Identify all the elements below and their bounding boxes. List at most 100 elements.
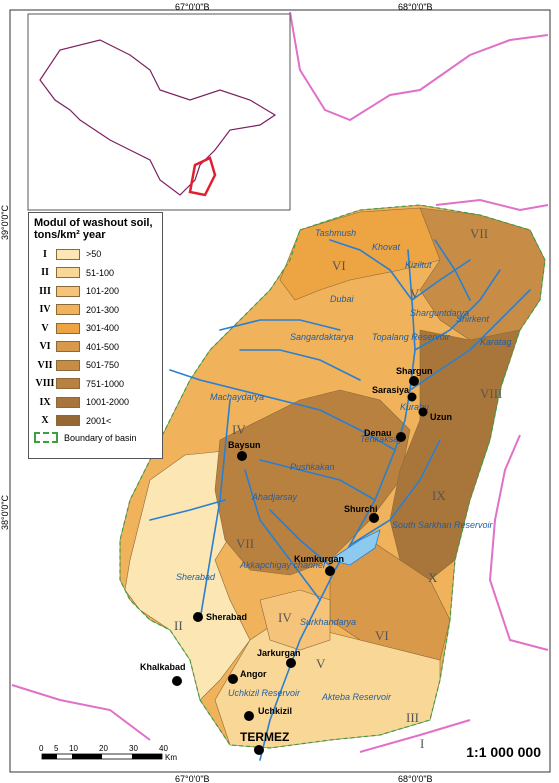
scale-tick: 30 — [129, 744, 138, 753]
coord-left-lower: 38°0'0"С — [0, 494, 10, 530]
legend-range: 301-400 — [86, 323, 120, 334]
scale-ratio: 1:1 000 000 — [466, 744, 541, 760]
city-marker — [228, 674, 238, 684]
zone-label: VI — [375, 628, 389, 643]
city-marker — [369, 513, 379, 523]
legend-boundary: Boundary of basin — [34, 432, 157, 443]
scale-tick: 5 — [54, 744, 59, 753]
river-label: Kurabu — [400, 402, 429, 412]
river-label: South Sarkhan Reservoir — [392, 520, 494, 530]
city-marker — [325, 566, 335, 576]
city-label: Angor — [240, 669, 267, 679]
river-label: Akkapchigay channel — [239, 560, 326, 570]
river-label: Khovat — [372, 242, 401, 252]
river-label: Ahadjarsay — [251, 492, 298, 502]
legend-swatch — [56, 415, 80, 427]
city-label: Sarasiya — [372, 385, 410, 395]
legend-range: 51-100 — [86, 267, 115, 278]
legend-swatch — [56, 304, 80, 316]
city-marker — [286, 658, 296, 668]
legend-range: 101-200 — [86, 286, 120, 297]
river-label: Sangardaktarya — [290, 332, 354, 342]
basin-boundary — [119, 204, 546, 749]
legend-range: 751-1000 — [86, 378, 125, 389]
legend-class: X — [41, 415, 49, 427]
legend-range: 401-500 — [86, 341, 120, 352]
zone-label: X — [428, 570, 438, 585]
city-marker — [409, 376, 419, 386]
river-label: Machaydarya — [210, 392, 264, 402]
river-label: Sherabad — [176, 572, 216, 582]
scale-unit: Km — [165, 753, 177, 762]
coord-top-left: 67°0'0"В — [175, 2, 210, 12]
city-marker — [418, 407, 428, 417]
zone-vi-low — [329, 539, 451, 661]
river-network — [149, 239, 531, 761]
legend-range: >50 — [86, 249, 102, 260]
city-label: Baysun — [228, 440, 261, 450]
coord-bottom-left: 67°0'0"В — [175, 774, 210, 783]
zone-label: IV — [232, 422, 246, 437]
legend-class: III — [39, 285, 51, 297]
zone-label: VII — [236, 536, 254, 551]
city-marker — [237, 451, 247, 461]
legend-title: Modul of washout soil, tons/km² year — [34, 217, 153, 241]
zone-labels: VI V VII VIII IV VII IX II IV VI V III I… — [174, 226, 502, 751]
river-label: Topalang Reservoir — [372, 332, 451, 342]
legend-class: VIII — [35, 378, 55, 390]
legend-class: VI — [39, 341, 51, 353]
coord-top-right: 68°0'0"В — [398, 2, 433, 12]
scale-tick: 20 — [99, 744, 108, 753]
zone-iv-low — [259, 589, 331, 651]
boundary-label: Boundary of basin — [64, 432, 137, 443]
city-label: Sherabad — [206, 612, 247, 622]
river-label: Sharguntdarya — [410, 308, 469, 318]
legend-range: 501-750 — [86, 360, 120, 371]
city-marker — [396, 432, 406, 442]
legend-class: I — [43, 248, 47, 260]
zone-label: IX — [432, 488, 446, 503]
legend-swatch — [56, 359, 80, 371]
zone-label: VI — [332, 258, 346, 273]
legend-swatch — [56, 248, 80, 260]
coord-left-upper: 39°0'0"С — [0, 204, 10, 240]
city-label: Kumkurgan — [294, 554, 344, 564]
city-label: Shargun — [396, 366, 433, 376]
legend-range: 201-300 — [86, 304, 120, 315]
river-label: Tashmush — [315, 228, 356, 238]
city-marker — [254, 745, 264, 755]
city-marker — [172, 676, 182, 686]
city-marker — [407, 392, 417, 402]
river-label: Kiziltut — [405, 260, 432, 270]
river-label: Uchkizil Reservoir — [228, 688, 301, 698]
zone-label: II — [174, 618, 183, 633]
city-label: Uchkizil — [258, 706, 292, 716]
erosion-zones — [119, 204, 546, 749]
river-label: Shirkent — [456, 314, 490, 324]
legend-class: VII — [37, 359, 53, 371]
legend-row: VI 401-500 — [34, 338, 157, 357]
river-label: Dubai — [330, 294, 355, 304]
city-label: Uzun — [430, 412, 452, 422]
legend-swatch — [56, 396, 80, 408]
inset-map — [27, 13, 291, 211]
legend-row: I >50 — [34, 245, 157, 264]
legend-row: VIII 751-1000 — [34, 375, 157, 394]
city-label: Jarkurgan — [257, 648, 301, 658]
scale-tick: 40 — [159, 744, 168, 753]
city-label: Khalkabad — [140, 662, 186, 672]
city-marker — [193, 612, 203, 622]
coord-bottom-right: 68°0'0"В — [398, 774, 433, 783]
legend-row: VII 501-750 — [34, 356, 157, 375]
river-label: Akteba Reservoir — [321, 692, 392, 702]
legend-class: IX — [39, 396, 51, 408]
legend-class: II — [41, 267, 49, 279]
zone-label: IV — [278, 610, 292, 625]
river-label: Tenkaksay — [360, 434, 403, 444]
legend-swatch — [56, 267, 80, 279]
reservoir-south-surkhan — [329, 529, 381, 566]
